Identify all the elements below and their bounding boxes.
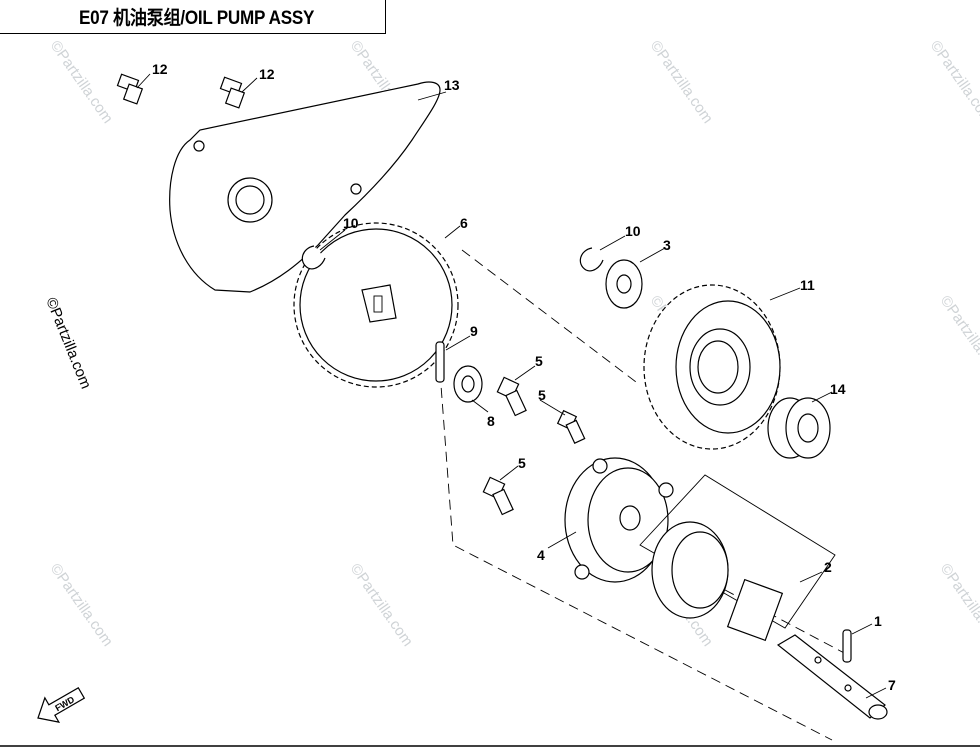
- watermark: ©Partzilla.com: [927, 38, 980, 127]
- watermarks: ©Partzilla.com ©Partzilla.com ©Partzilla…: [47, 38, 980, 650]
- callout-13: 13: [444, 77, 460, 93]
- leader-lines: [136, 73, 887, 699]
- part-12-bolt-left: [116, 73, 144, 105]
- callout-7: 7: [888, 677, 896, 693]
- part-3-washer: [605, 259, 643, 309]
- callout-1: 1: [874, 613, 882, 629]
- part-10-circlip-left: [301, 245, 326, 270]
- watermark: ©Partzilla.com: [647, 38, 717, 127]
- title-box: E07 机油泵组/OIL PUMP ASSY: [0, 0, 386, 34]
- callout-3: 3: [663, 237, 671, 253]
- watermark: ©Partzilla.com: [937, 561, 980, 650]
- part-9-dowel-pin: [435, 341, 445, 383]
- callout-2: 2: [824, 559, 832, 575]
- page-title: E07 机油泵组/OIL PUMP ASSY: [79, 7, 315, 29]
- callout-5-c: 5: [518, 455, 526, 471]
- part-12-bolt-right: [219, 76, 246, 109]
- part-11-driven-gear: [643, 284, 781, 450]
- copyright-text: ©Partzilla.com: [42, 295, 94, 391]
- fwd-arrow-icon: FWD: [37, 686, 86, 723]
- part-1-pin: [842, 629, 852, 663]
- part-5-bolt-b: [556, 409, 586, 444]
- part-2-rotor-set: [639, 474, 836, 642]
- part-5-bolt-c: [482, 476, 514, 516]
- callout-10-right: 10: [625, 223, 641, 239]
- callout-5-b: 5: [538, 387, 546, 403]
- watermark: ©Partzilla.com: [47, 38, 117, 127]
- callout-5-a: 5: [535, 353, 543, 369]
- callout-12-left: 12: [152, 61, 168, 77]
- watermark: ©Partzilla.com: [47, 561, 117, 650]
- callout-6: 6: [460, 215, 468, 231]
- part-4-pump-body: [564, 457, 674, 583]
- part-10-circlip-right: [579, 247, 604, 272]
- part-7-pump-shaft: [776, 634, 888, 720]
- callout-11: 11: [800, 277, 815, 293]
- part-5-bolt-a: [496, 376, 527, 417]
- callout-4: 4: [537, 547, 545, 563]
- callout-labels: 12 12 13 10 6 9 8 5 5 5 4 10 3 11 14 2 1…: [152, 61, 896, 693]
- callout-14: 14: [830, 381, 846, 397]
- callout-10-left: 10: [343, 215, 359, 231]
- part-8-washer: [453, 365, 483, 403]
- watermark: ©Partzilla.com: [937, 293, 980, 382]
- callout-9: 9: [470, 323, 478, 339]
- callout-8: 8: [487, 413, 495, 429]
- part-14-bearing: [767, 397, 831, 459]
- watermark: ©Partzilla.com: [347, 561, 417, 650]
- callout-12-right: 12: [259, 66, 275, 82]
- part-13-cover-plate: [169, 81, 441, 293]
- part-6-large-gear: [293, 222, 459, 388]
